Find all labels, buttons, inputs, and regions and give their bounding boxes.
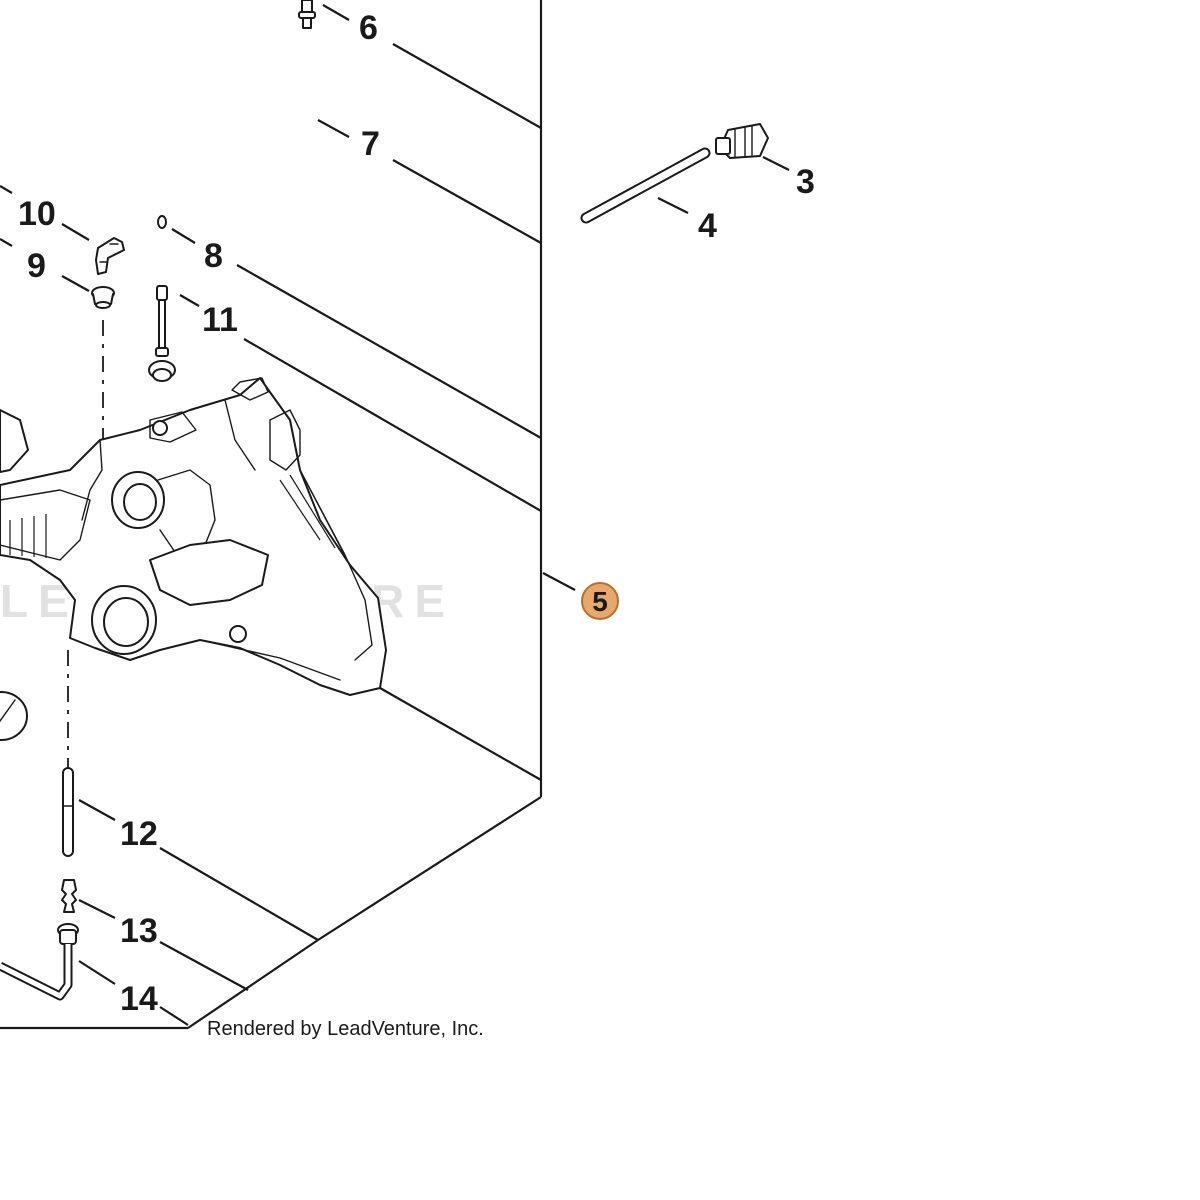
part-13-fitting <box>61 879 77 913</box>
callout-11: 11 <box>202 301 238 339</box>
part-8-oring <box>157 215 167 229</box>
callout-3: 3 <box>796 163 815 201</box>
part-12-tube <box>62 767 74 857</box>
leader-lines <box>0 4 790 1026</box>
credit-text: Rendered by LeadVenture, Inc. <box>207 1018 484 1040</box>
callout-12: 12 <box>120 815 158 853</box>
part-9-grommet <box>91 286 115 309</box>
callout-14: 14 <box>120 980 158 1018</box>
part-6-fitting <box>298 0 316 29</box>
part-14-tube <box>0 923 79 1001</box>
callout-labels: 6 7 3 4 10 9 8 11 12 13 14 <box>18 9 815 1018</box>
callout-6: 6 <box>359 9 378 47</box>
part-7-tube <box>196 39 300 215</box>
callout-13: 13 <box>120 912 158 950</box>
callout-5-highlight[interactable]: 5 <box>581 582 619 620</box>
callout-5-badge[interactable] <box>581 582 619 620</box>
part-11-pin <box>148 285 176 382</box>
callout-4: 4 <box>698 207 717 245</box>
part-4-tube <box>580 147 711 224</box>
callout-7: 7 <box>361 125 380 163</box>
part-3-connector <box>715 123 769 159</box>
callout-8: 8 <box>204 237 223 275</box>
callout-5-label[interactable]: 5 <box>592 586 608 617</box>
callout-9: 9 <box>27 247 46 285</box>
part-5-chassis <box>0 377 387 741</box>
part-10-elbow <box>95 237 125 275</box>
frame-lines <box>0 0 543 1030</box>
callout-10: 10 <box>18 195 56 233</box>
